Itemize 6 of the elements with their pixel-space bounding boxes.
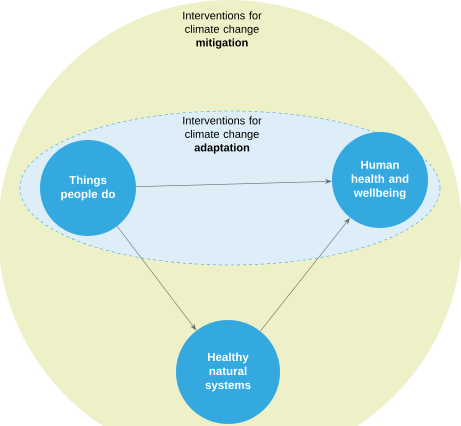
heading: Interventions for climate change adaptation: [183, 116, 262, 154]
arrow: [116, 226, 196, 330]
heading: Interventions for climate change mitigation: [183, 11, 262, 49]
circle-node: Human health and wellbeing: [332, 132, 428, 228]
circle-node: Healthy natural systems: [176, 320, 280, 424]
circle-node: Things people do: [40, 140, 136, 236]
